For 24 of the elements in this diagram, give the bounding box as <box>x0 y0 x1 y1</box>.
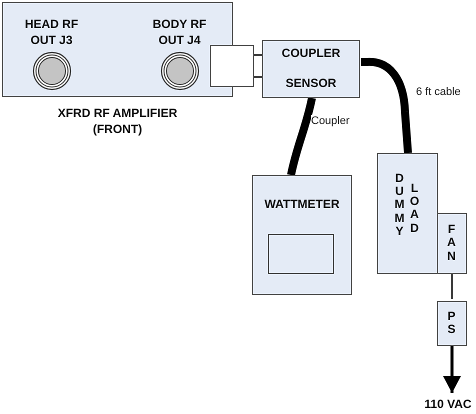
caption-label: XFRD RF AMPLIFIER (FRONT) <box>56 105 178 137</box>
amplifier-panel <box>2 2 233 97</box>
wattmeter-box <box>252 175 352 295</box>
adapter-box <box>210 45 254 87</box>
device-box <box>437 301 467 346</box>
device-box <box>437 213 467 274</box>
connector-line <box>451 274 453 299</box>
device-box <box>377 153 438 274</box>
cable-line <box>287 97 316 176</box>
sensor-box <box>262 40 360 98</box>
device-label: SENSOR <box>284 75 338 91</box>
device-label: LOAD <box>408 182 420 235</box>
device-label: DUMMY <box>394 172 406 238</box>
connector-line <box>254 76 262 78</box>
device-label: PS <box>446 310 456 336</box>
device-label: COUPLER <box>280 45 342 61</box>
cable-line <box>443 346 461 393</box>
edge-label: Coupler <box>311 115 350 128</box>
port-label: HEAD RF OUT J3 <box>24 16 80 48</box>
connector-line <box>254 54 262 56</box>
port-label: BODY RF OUT J4 <box>152 16 208 48</box>
device-label: WATTMETER <box>263 196 341 212</box>
voltage-label: 110 VAC <box>420 395 476 413</box>
device-label: FAN <box>446 223 457 263</box>
